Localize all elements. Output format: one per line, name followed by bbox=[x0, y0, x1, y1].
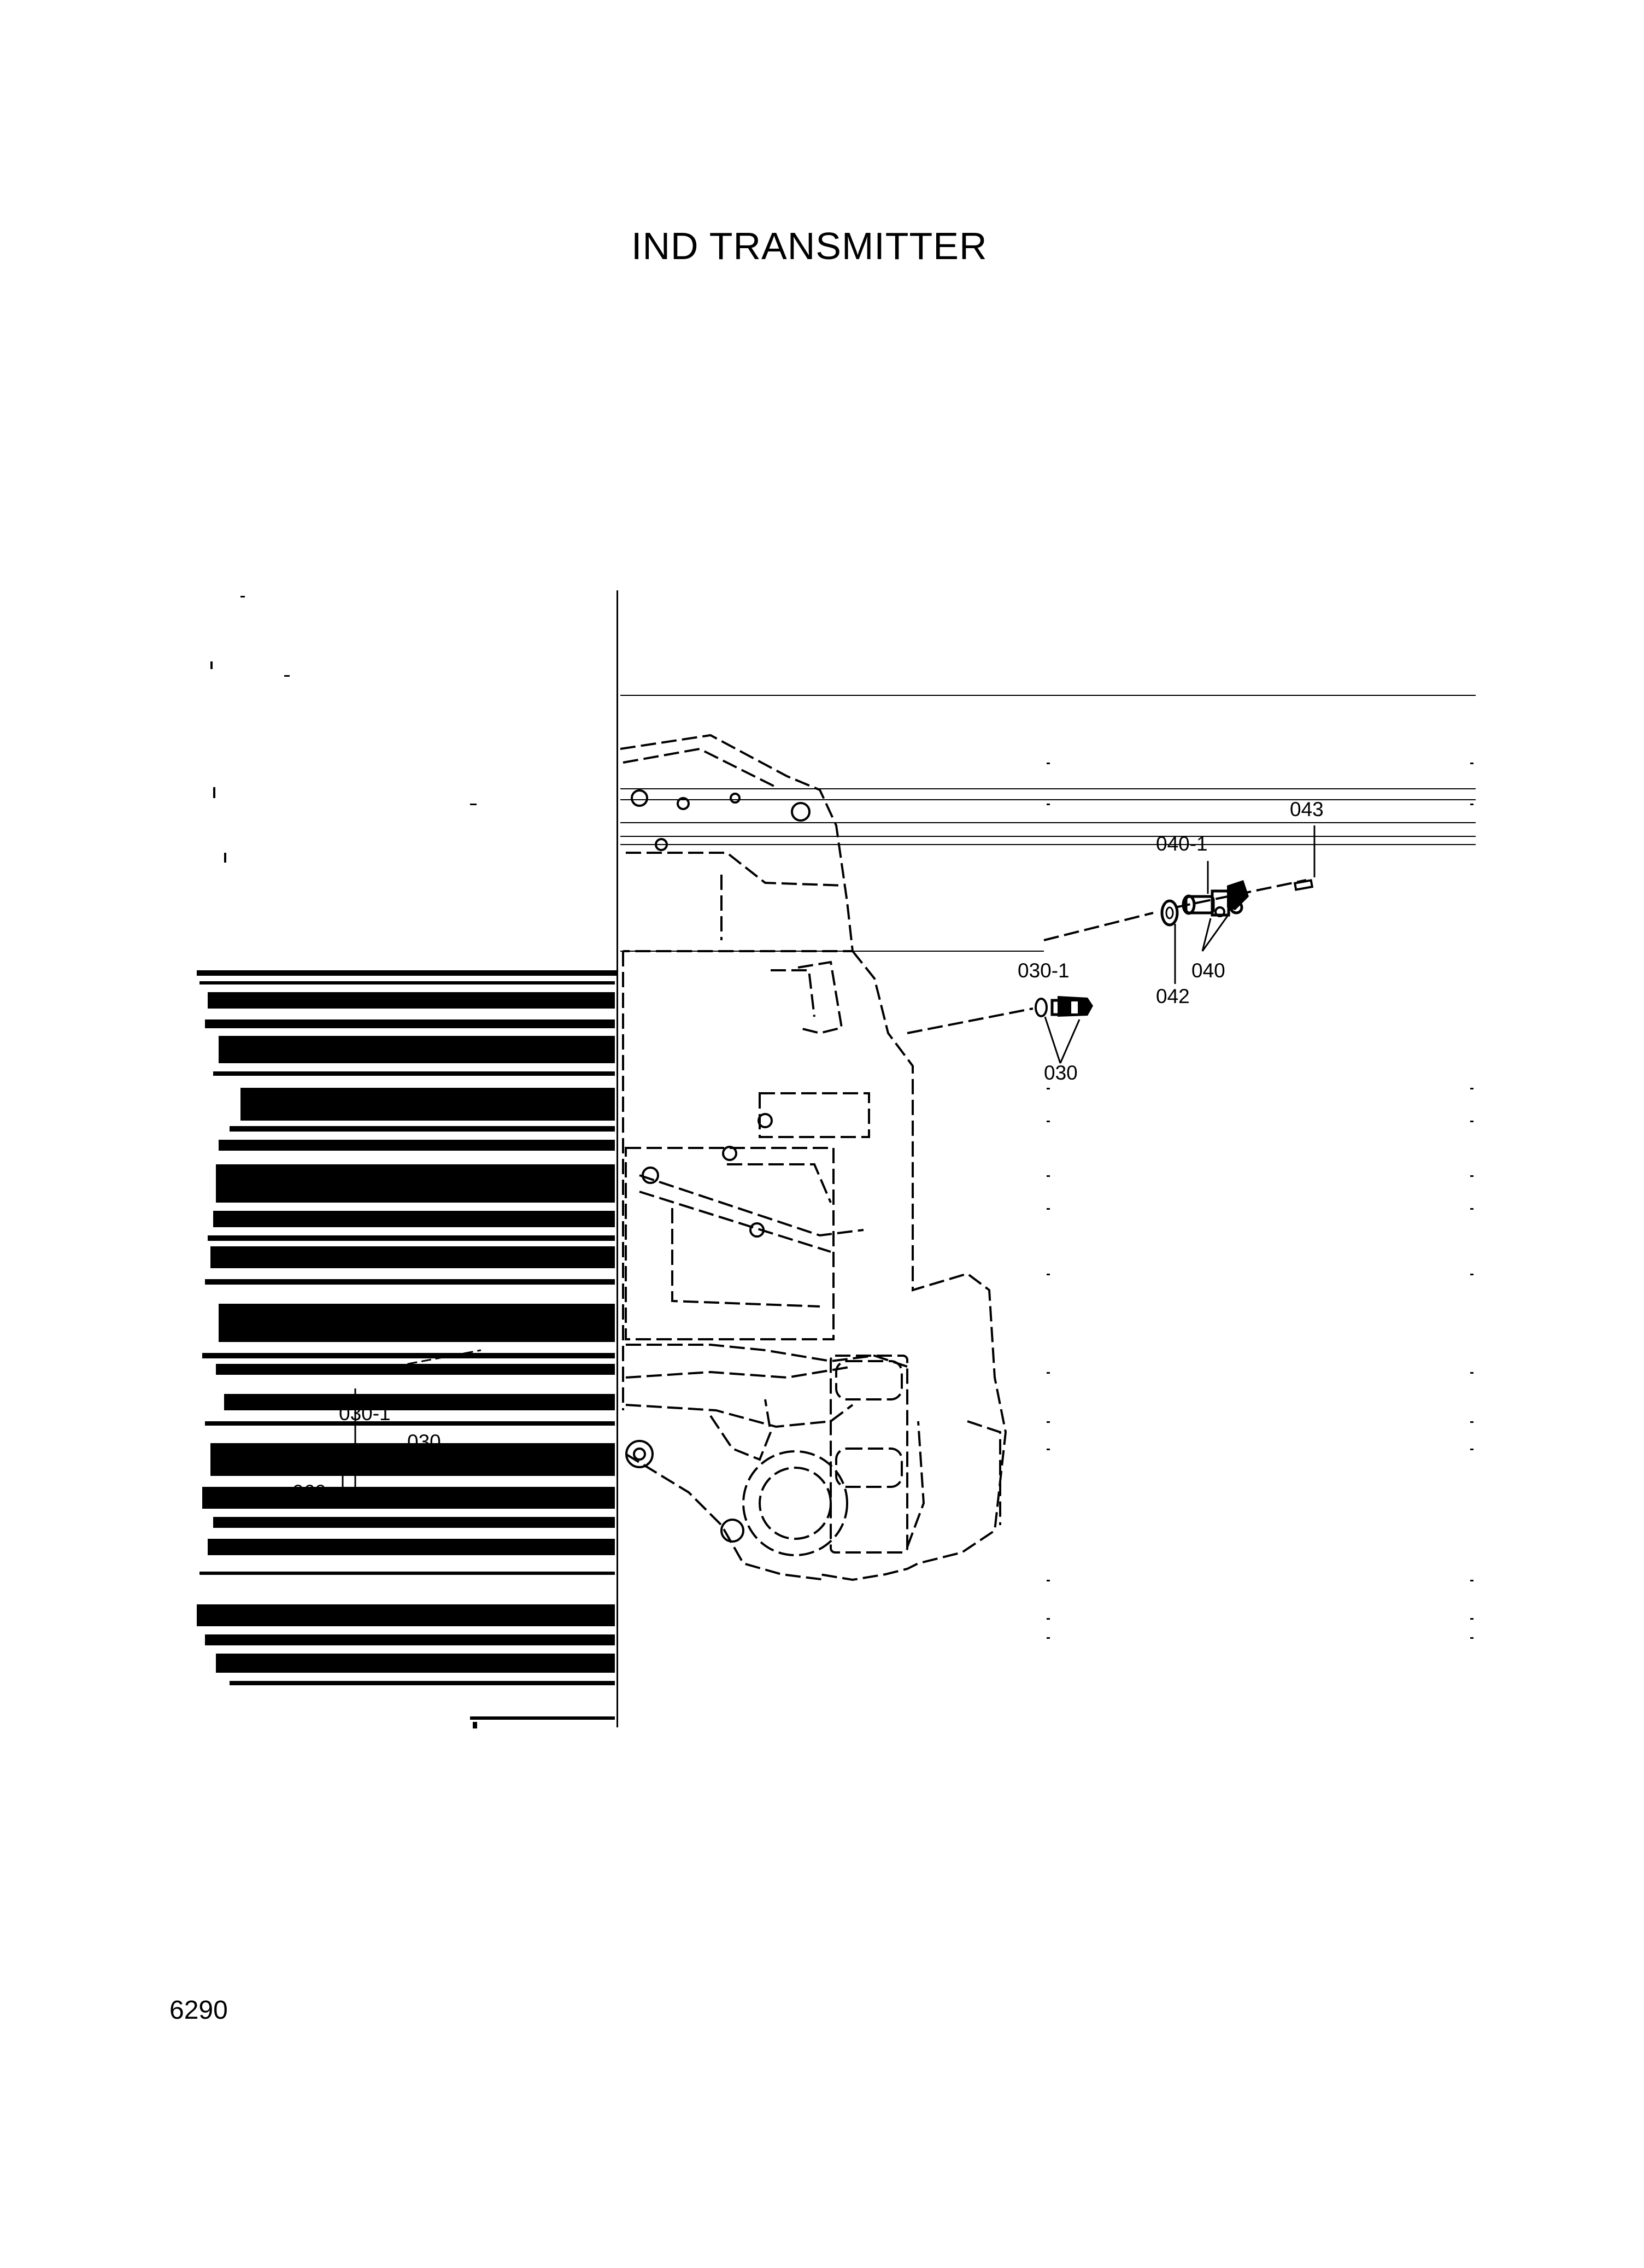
callout-040: 040 bbox=[1191, 959, 1225, 982]
leader-lines bbox=[1044, 825, 1316, 1064]
callout-030: 030 bbox=[1044, 1062, 1078, 1084]
scan-artifact-strip bbox=[197, 970, 618, 1728]
reference-lines bbox=[620, 695, 1476, 952]
callout-labels: 043 040-1 040 042 030-1 030 030-1 030 06… bbox=[292, 798, 1324, 1503]
scan-noise bbox=[210, 590, 618, 1727]
transmitter-040 bbox=[1043, 879, 1314, 941]
page-title: IND TRANSMITTER bbox=[631, 225, 988, 267]
callout-040-1: 040-1 bbox=[1156, 833, 1208, 855]
transmission-housing bbox=[620, 734, 1007, 1581]
transmitter-030 bbox=[907, 996, 1093, 1034]
margin-ticks bbox=[1047, 763, 1473, 1639]
callout-left-030-1: 030-1 bbox=[339, 1402, 391, 1425]
callout-043: 043 bbox=[1290, 798, 1324, 821]
page-number: 6290 bbox=[169, 1996, 228, 2025]
callout-042: 042 bbox=[1156, 985, 1190, 1007]
callout-left-060: 060 bbox=[292, 1481, 326, 1503]
callout-030-1: 030-1 bbox=[1018, 959, 1070, 982]
callout-left-030: 030 bbox=[407, 1431, 441, 1453]
